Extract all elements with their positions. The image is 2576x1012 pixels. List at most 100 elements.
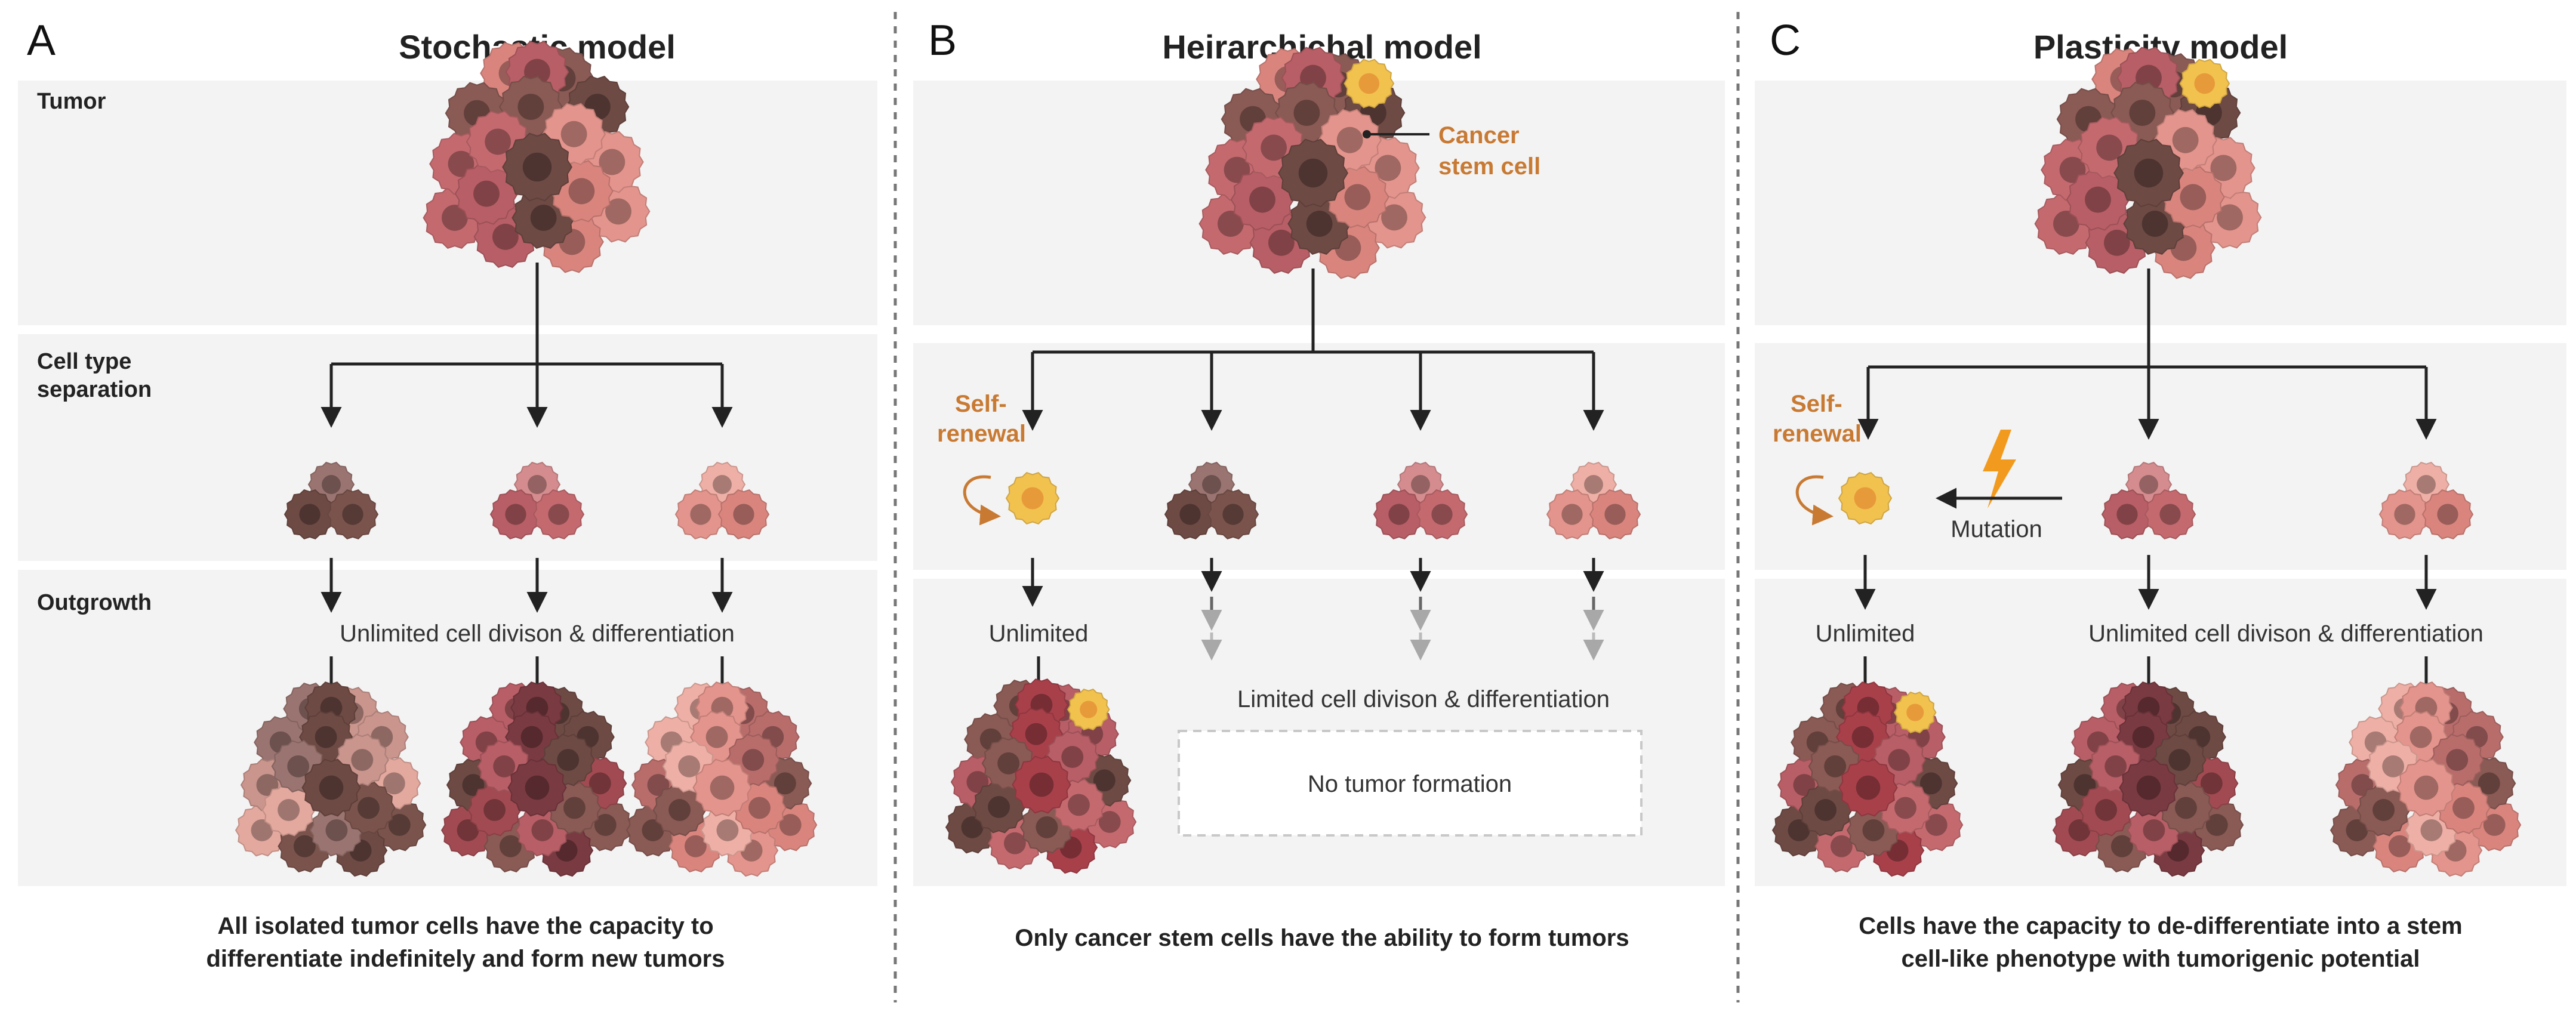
cell-nucleus — [2180, 184, 2207, 211]
cell-nucleus — [779, 814, 802, 836]
cell-nucleus — [1862, 819, 1885, 841]
cell-nucleus — [525, 775, 550, 800]
cell-nucleus — [342, 504, 363, 525]
cell-triplet-light-icon — [1546, 461, 1641, 540]
stem-cell-icon — [1838, 471, 1893, 525]
cell-nucleus — [1894, 797, 1916, 819]
cell-nucleus — [358, 797, 380, 819]
tumor-cluster-with-stem-icon — [2034, 47, 2262, 279]
cell-triplet-light-icon — [2378, 461, 2474, 540]
tumor-cluster-with-stem-icon — [1198, 47, 1426, 279]
panel-c-caption-line1: Cells have the capacity to de-differenti… — [1859, 913, 2462, 939]
cell-nucleus — [1888, 749, 1911, 772]
cell-nucleus — [1854, 487, 1876, 510]
cell-nucleus — [325, 819, 348, 841]
cell-nucleus — [1344, 184, 1371, 211]
cell-nucleus — [1306, 211, 1333, 237]
cell-nucleus — [2103, 229, 2130, 256]
cell-nucleus — [483, 799, 506, 821]
cell-nucleus — [2104, 755, 2127, 777]
cell-nucleus — [388, 814, 411, 836]
cancer-stem-cell-label-2: stem cell — [1438, 153, 1540, 180]
cell-nucleus — [988, 796, 1010, 818]
cell-nucleus — [2205, 814, 2228, 836]
self-renewal-curved-arrow-icon — [963, 475, 1001, 526]
cancer-stem-cell-label-1: Cancer — [1438, 122, 1520, 149]
self-renewal-label-1: Self- — [955, 391, 1007, 417]
panel-c-caption-line2: cell-like phenotype with tumorigenic pot… — [1902, 946, 2420, 972]
cell-nucleus — [594, 814, 617, 836]
cell-nucleus — [2172, 126, 2199, 153]
cell-nucleus — [563, 797, 586, 819]
cell-nucleus — [2478, 772, 2500, 795]
branch-connector — [1031, 269, 1595, 406]
cell-nucleus — [1298, 158, 1328, 188]
cell-nucleus — [322, 475, 341, 494]
cell-nucleus — [457, 819, 479, 841]
cell-nucleus — [522, 152, 552, 182]
cell-nucleus — [548, 504, 569, 525]
cell-nucleus — [2409, 726, 2432, 748]
cell-nucleus — [2143, 819, 2165, 841]
cell-nucleus — [2217, 204, 2243, 231]
cell-triplet-light-icon — [674, 461, 770, 540]
tumor-cluster-icon — [423, 41, 651, 273]
cell-nucleus — [1025, 723, 1047, 745]
cell-nucleus — [1029, 772, 1054, 797]
cell-nucleus — [2388, 835, 2411, 857]
row-label-separation: separation — [37, 377, 152, 402]
cell-nucleus — [351, 749, 374, 772]
cell-nucleus — [2129, 100, 2156, 126]
cell-nucleus — [2372, 799, 2395, 821]
panel-b-separation-row-bg — [913, 343, 1725, 570]
cell-nucleus — [1824, 755, 1847, 777]
cell-nucleus — [1179, 504, 1201, 525]
cell-nucleus — [1856, 775, 1881, 800]
cell-nucleus — [1061, 746, 1084, 769]
cell-nucleus — [1098, 811, 1121, 833]
cell-nucleus — [1431, 504, 1453, 525]
cell-nucleus — [287, 755, 310, 777]
cancer-stem-cell-icon — [1005, 471, 1060, 525]
cell-nucleus — [2175, 797, 2197, 819]
cell-nucleus — [485, 128, 511, 155]
cell-nucleus — [1851, 726, 1874, 748]
cell-nucleus — [517, 94, 544, 121]
no-tumor-box — [1178, 730, 1643, 837]
cell-nucleus — [588, 772, 611, 795]
cell-nucleus — [568, 178, 595, 205]
cell-nucleus — [1584, 475, 1603, 494]
cell-nucleus — [2420, 819, 2443, 841]
cell-nucleus — [1003, 832, 1026, 854]
cell-nucleus — [2139, 475, 2158, 494]
cell-nucleus — [1293, 100, 1320, 126]
cell-nucleus — [961, 816, 984, 838]
unlimited-division-label: Unlimited cell divison & differentiation — [340, 621, 735, 647]
cell-nucleus — [493, 755, 516, 777]
tumor-stem-outgrowth-icon — [1771, 681, 1964, 877]
no-tumor-label: No tumor formation — [1308, 771, 1512, 797]
cell-nucleus — [1261, 134, 1287, 161]
unlimited-label: Unlimited — [1816, 621, 1915, 647]
cell-nucleus — [2085, 186, 2111, 213]
cell-nucleus — [1906, 704, 1924, 721]
unlimited-division-label: Unlimited cell divison & differentiation — [2088, 621, 2483, 647]
cell-nucleus — [505, 504, 526, 525]
cell-nucleus — [499, 835, 522, 857]
cell-triplet-pink-icon — [1373, 461, 1468, 540]
cell-nucleus — [2483, 814, 2506, 836]
cell-nucleus — [774, 772, 796, 795]
panel-b-caption: Only cancer stem cells have the ability … — [1015, 925, 1629, 951]
cell-nucleus — [319, 775, 344, 800]
cell-nucleus — [1249, 186, 1275, 213]
cell-nucleus — [299, 504, 321, 525]
cell-nucleus — [710, 775, 735, 800]
cell-nucleus — [2452, 797, 2475, 819]
cell-nucleus — [492, 223, 519, 250]
cell-nucleus — [520, 726, 543, 748]
cell-nucleus — [716, 819, 739, 841]
panel-b: B Heirarchichal model Cancer stem cell S… — [928, 17, 1643, 951]
cell-nucleus — [293, 835, 316, 857]
cell-nucleus — [278, 799, 300, 821]
cell-nucleus — [1068, 794, 1090, 816]
